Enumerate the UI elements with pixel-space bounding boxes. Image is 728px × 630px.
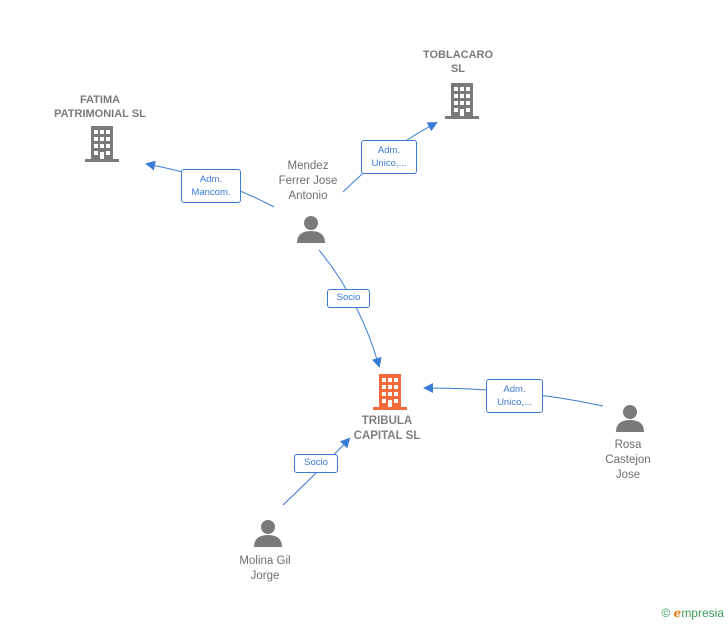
main-building-icon[interactable] [373,374,407,410]
person-icon[interactable] [253,518,283,548]
node-label-tribula[interactable]: TRIBULA CAPITAL SL [353,415,421,442]
building-icon[interactable] [85,126,119,162]
edge-label-molina-tribula[interactable]: Socio [294,454,338,473]
copyright-icon: © [661,606,671,620]
edge-label-rosa-tribula[interactable]: Adm. Unico,... [486,379,543,413]
person-icon[interactable] [615,403,645,433]
node-label-fatima[interactable]: FATIMA PATRIMONIAL SL [54,94,146,120]
node-label-toblacaro[interactable]: TOBLACARO SL [422,49,494,75]
edge-label-mendez-toblacaro[interactable]: Adm. Unico,... [361,140,417,174]
brand-logo-initial: e [673,606,682,620]
brand-footer: © empresia [661,606,724,620]
edge-label-mendez-fatima[interactable]: Adm. Mancom. [181,169,241,203]
node-label-molina[interactable]: Molina Gil Jorge [239,555,291,582]
person-icon[interactable] [296,214,326,244]
node-label-mendez[interactable]: Mendez Ferrer Jose Antonio [278,160,338,202]
brand-name: mpresia [681,606,724,620]
edge-mendez-tribula [318,249,382,368]
node-label-rosa[interactable]: Rosa Castejon Jose [605,439,651,481]
building-icon[interactable] [445,83,479,119]
edge-label-mendez-tribula[interactable]: Socio [327,289,370,308]
